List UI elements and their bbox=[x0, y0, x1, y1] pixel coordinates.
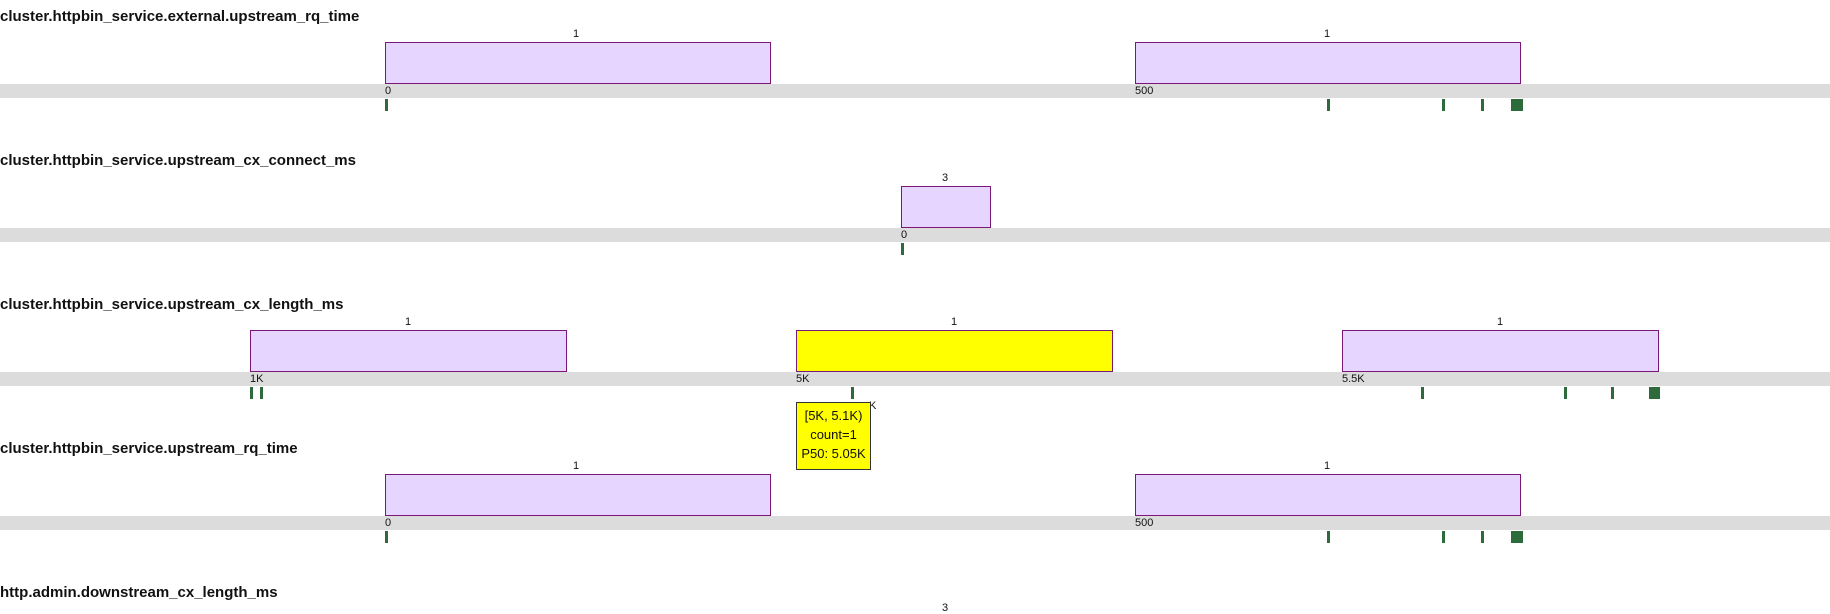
bin-tooltip: [5K, 5.1K) count=1 P50: 5.05K bbox=[796, 402, 871, 470]
histogram-bar[interactable] bbox=[385, 42, 771, 84]
bin-range-label: 500 bbox=[1135, 85, 1154, 97]
bin-count: 1 bbox=[572, 460, 580, 472]
histogram-bar[interactable] bbox=[1135, 474, 1521, 516]
tooltip-p50: P50: 5.05K bbox=[801, 446, 866, 461]
bin-range-label: 500 bbox=[1135, 517, 1154, 529]
bin-range-label: 5.5K bbox=[1342, 373, 1365, 385]
sample-marker bbox=[901, 243, 904, 255]
tooltip-range: [5K, 5.1K) bbox=[804, 408, 863, 423]
bin-range-label: 0 bbox=[385, 517, 392, 529]
bin-count: 3 bbox=[942, 602, 949, 614]
histogram-title: cluster.httpbin_service.upstream_rq_time bbox=[0, 440, 298, 457]
bin-count: 1 bbox=[1323, 28, 1331, 40]
sample-marker bbox=[1611, 387, 1614, 399]
sample-marker bbox=[1649, 387, 1652, 399]
bin-count: 3 bbox=[941, 172, 949, 184]
histogram-upstream-rq-time: cluster.httpbin_service.upstream_rq_time… bbox=[0, 432, 1830, 576]
histogram-upstream-cx-connect-ms: cluster.httpbin_service.upstream_cx_conn… bbox=[0, 144, 1830, 288]
sample-marker bbox=[1421, 387, 1424, 399]
bin-range-label: 5K bbox=[796, 373, 810, 385]
histogram-bar[interactable] bbox=[385, 474, 771, 516]
bin-count: 1 bbox=[1323, 460, 1331, 472]
histogram-title: cluster.httpbin_service.upstream_cx_leng… bbox=[0, 296, 344, 313]
histogram-upstream-cx-length-ms: cluster.httpbin_service.upstream_cx_leng… bbox=[0, 288, 1830, 432]
bin-count: 1 bbox=[1496, 316, 1504, 328]
sample-marker bbox=[1481, 531, 1484, 543]
sample-marker bbox=[1652, 387, 1660, 399]
histogram-title: cluster.httpbin_service.external.upstrea… bbox=[0, 8, 360, 25]
sample-marker bbox=[385, 99, 388, 111]
histogram-track bbox=[0, 516, 1830, 530]
sample-marker bbox=[851, 387, 854, 399]
histogram-title: cluster.httpbin_service.upstream_cx_conn… bbox=[0, 152, 356, 169]
bin-count: 1 bbox=[950, 316, 958, 328]
histogram-track bbox=[0, 228, 1830, 242]
bin-range-label: 0 bbox=[385, 85, 392, 97]
sample-marker bbox=[1327, 531, 1330, 543]
histogram-bar[interactable] bbox=[1135, 42, 1521, 84]
histogram-external-upstream-rq-time: cluster.httpbin_service.external.upstrea… bbox=[0, 0, 1830, 144]
histogram-track bbox=[0, 372, 1830, 386]
bin-range-label: 1K bbox=[250, 373, 264, 385]
bin-count: 1 bbox=[404, 316, 412, 328]
histogram-bar[interactable] bbox=[1342, 330, 1659, 372]
sample-marker bbox=[1564, 387, 1567, 399]
sample-marker bbox=[1511, 531, 1523, 543]
bin-range-label: 0 bbox=[901, 229, 908, 241]
sample-marker bbox=[250, 387, 253, 399]
sample-marker bbox=[260, 387, 263, 399]
histogram-bar-highlighted[interactable] bbox=[796, 330, 1113, 372]
histogram-bar[interactable] bbox=[901, 186, 991, 228]
sample-marker bbox=[1442, 531, 1445, 543]
sample-marker bbox=[1511, 99, 1523, 111]
sample-marker bbox=[385, 531, 388, 543]
sample-marker bbox=[1327, 99, 1330, 111]
sample-marker bbox=[1481, 99, 1484, 111]
histogram-track bbox=[0, 84, 1830, 98]
histogram-bar[interactable] bbox=[250, 330, 567, 372]
histogram-title: http.admin.downstream_cx_length_ms bbox=[0, 584, 278, 601]
sample-marker bbox=[1442, 99, 1445, 111]
bin-count: 1 bbox=[572, 28, 580, 40]
histogram-admin-downstream-cx-length-ms: http.admin.downstream_cx_length_ms bbox=[0, 576, 1830, 610]
bin-range-label: K bbox=[869, 400, 877, 412]
tooltip-count: count=1 bbox=[810, 427, 857, 442]
